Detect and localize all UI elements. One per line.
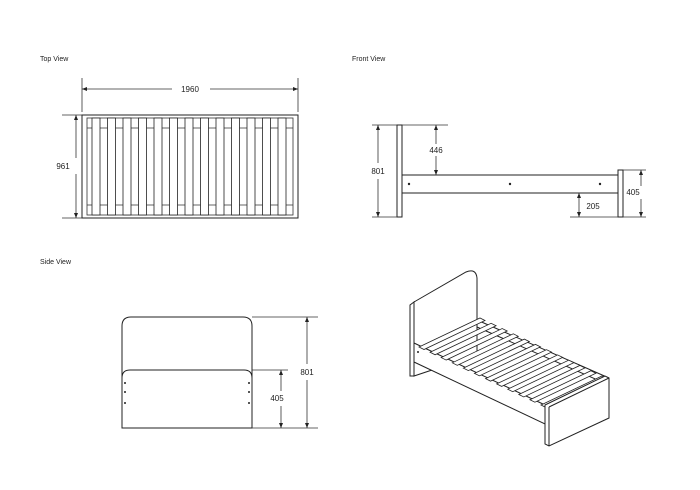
top-slat	[277, 117, 287, 216]
top-slat	[215, 117, 225, 216]
top-view: Top View 1960 961	[40, 56, 299, 219]
iso-slat	[528, 370, 597, 403]
front-upper-label: 446	[429, 146, 443, 155]
iso-slat	[429, 322, 498, 356]
top-slat	[231, 117, 240, 216]
iso-slat	[462, 338, 531, 372]
iso-slat	[473, 343, 542, 377]
iso-slat	[506, 359, 575, 393]
top-slat	[184, 117, 194, 216]
top-slat	[246, 117, 256, 216]
top-slat	[262, 117, 271, 216]
front-footboard	[617, 169, 624, 218]
iso-slats	[418, 317, 608, 408]
front-lower-label: 205	[586, 202, 600, 211]
front-height-dimension: 801	[371, 124, 397, 218]
top-slat	[122, 117, 132, 216]
side-view-title: Side View	[40, 259, 72, 266]
side-footboard-dimension: 405	[252, 369, 288, 428]
isometric-view	[409, 270, 610, 447]
top-slat	[107, 117, 116, 216]
iso-slat	[484, 349, 553, 382]
front-headboard	[396, 124, 403, 218]
top-frame	[81, 114, 299, 219]
top-slat	[169, 117, 178, 216]
top-slat	[153, 117, 163, 216]
top-slat	[91, 117, 101, 216]
front-view: Front View 801 446	[352, 56, 646, 218]
front-footboard-dimension: 405	[623, 169, 646, 218]
side-footboard	[121, 369, 253, 429]
top-depth-dimension: 961	[56, 114, 84, 219]
front-height-label: 801	[371, 167, 385, 176]
side-headboard	[121, 316, 253, 429]
iso-footboard	[544, 375, 610, 447]
top-view-title: Top View	[40, 56, 69, 63]
front-view-title: Front View	[352, 56, 386, 63]
top-slat	[138, 117, 147, 216]
front-upper-dimension: 446	[402, 124, 448, 175]
top-depth-label: 961	[56, 162, 70, 171]
iso-slat	[440, 328, 509, 361]
front-footboard-label: 405	[626, 188, 640, 197]
side-view: Side View 801 405	[40, 259, 318, 429]
top-slat	[200, 117, 209, 216]
top-slats	[91, 117, 287, 216]
side-footboard-label: 405	[270, 394, 284, 403]
side-height-label: 801	[300, 368, 314, 377]
iso-slat	[517, 365, 586, 398]
top-width-dimension: 1960	[81, 78, 299, 112]
front-lower-dimension: 205	[570, 193, 618, 218]
top-width-label: 1960	[181, 85, 199, 94]
side-height-dimension: 801	[252, 316, 318, 429]
iso-slat	[418, 317, 486, 350]
iso-slat	[451, 333, 520, 366]
iso-slat	[495, 354, 564, 387]
